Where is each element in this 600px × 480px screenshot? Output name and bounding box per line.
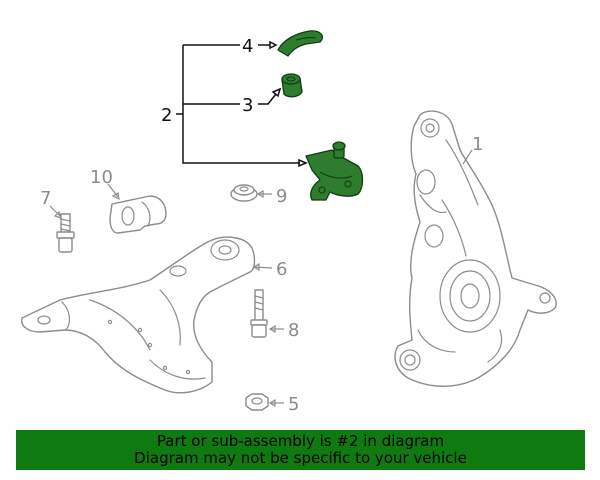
- bolt-7-part: [56, 213, 75, 253]
- arrow-6: [252, 262, 260, 272]
- bolt-8-part: [250, 289, 268, 338]
- callout-2: 2: [161, 105, 172, 126]
- boot-3-part: [281, 73, 303, 98]
- arrow-2: [298, 158, 308, 168]
- leader-7: [49, 205, 61, 217]
- arrow-3: [271, 87, 282, 98]
- callout-3: 3: [242, 95, 253, 116]
- arrow-7: [53, 210, 62, 219]
- callout-7: 7: [40, 188, 51, 209]
- clip-4-part: [277, 30, 324, 57]
- callout-6: 6: [276, 259, 287, 280]
- steering-knuckle-part: [394, 110, 557, 387]
- callout-9: 9: [276, 186, 287, 207]
- parts-diagram: 1 6 10 7: [21, 30, 557, 415]
- leader-6: [253, 266, 273, 269]
- info-banner: Part or sub-assembly is #2 in diagram Di…: [16, 430, 585, 470]
- bushing-bracket-part: [109, 195, 167, 234]
- nut-5-part: [245, 393, 269, 411]
- banner-line-2: Diagram may not be specific to your vehi…: [134, 449, 467, 467]
- callout-1: 1: [472, 134, 483, 155]
- arrow-5: [268, 398, 276, 408]
- nut-9-part: [230, 184, 258, 202]
- leader-3: [258, 93, 277, 105]
- leader-1: [462, 149, 473, 165]
- leader-10: [107, 183, 119, 198]
- arrow-10: [111, 192, 120, 201]
- lower-control-arm-part: [21, 236, 256, 394]
- callout-10: 10: [90, 167, 113, 188]
- banner-line-1: Part or sub-assembly is #2 in diagram: [156, 432, 445, 450]
- callout-8: 8: [288, 320, 299, 341]
- arrow-4: [269, 40, 278, 50]
- assembly-bracket: [176, 44, 300, 164]
- ball-joint-part: [305, 141, 364, 201]
- arrow-8: [268, 324, 276, 334]
- callout-4: 4: [242, 36, 253, 57]
- callout-5: 5: [288, 394, 299, 415]
- arrow-9: [256, 189, 264, 199]
